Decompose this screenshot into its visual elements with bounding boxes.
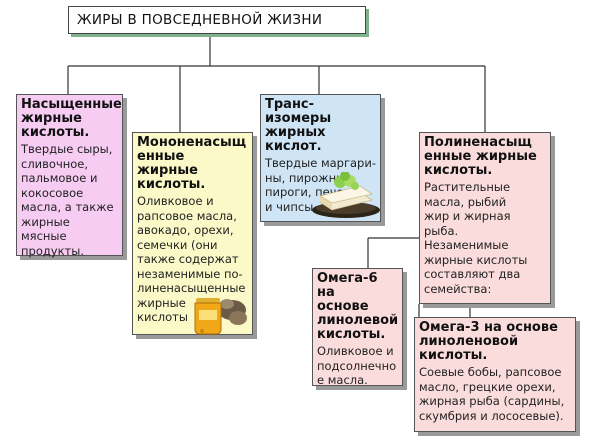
- omega-6-heading: Омега-6 на основе линолевой кислоты.: [317, 271, 399, 342]
- trans-fats-heading: Транс-изомеры жирных кислот.: [265, 97, 332, 154]
- omega-6-box: Омега-6 на основе линолевой кислоты. Оли…: [312, 268, 403, 387]
- saturated-fats-text: Твердые сыры, сливочное, пальмовое и кок…: [21, 142, 114, 258]
- polyunsaturated-fats-box: Полиненасыщ енные жирные кислоты. Растит…: [419, 132, 551, 304]
- monounsaturated-fats-heading: Мононенасыщ енные жирные кислоты.: [137, 135, 247, 192]
- polyunsaturated-fats-text: Растительные масла, рыбий жир и жирная р…: [424, 180, 528, 296]
- omega-3-heading: Омега-3 на основе линоленовой кислоты.: [419, 320, 558, 363]
- diagram-title: ЖИРЫ В ПОВСЕДНЕВНОЙ ЖИЗНИ: [68, 6, 366, 34]
- polyunsaturated-fats-heading: Полиненасыщ енные жирные кислоты.: [424, 135, 537, 178]
- saturated-fats-box: Насыщенные жирные кислоты. Твердые сыры,…: [16, 94, 123, 258]
- omega-3-box: Омега-3 на основе линоленовой кислоты. С…: [414, 317, 576, 432]
- omega-3-text: Соевые бобы, рапсовое масло, грецкие оре…: [419, 365, 565, 423]
- omega-6-text: Оливковое и подсолнечно е масла.: [317, 344, 397, 387]
- cake-slice-on-plate-icon: [312, 172, 380, 218]
- honey-jar-and-nuts-icon: [194, 298, 247, 335]
- saturated-fats-heading: Насыщенные жирные кислоты.: [21, 97, 122, 140]
- monounsaturated-fats-text: Оливковое и рапсовое масла, авокадо, оре…: [137, 194, 246, 324]
